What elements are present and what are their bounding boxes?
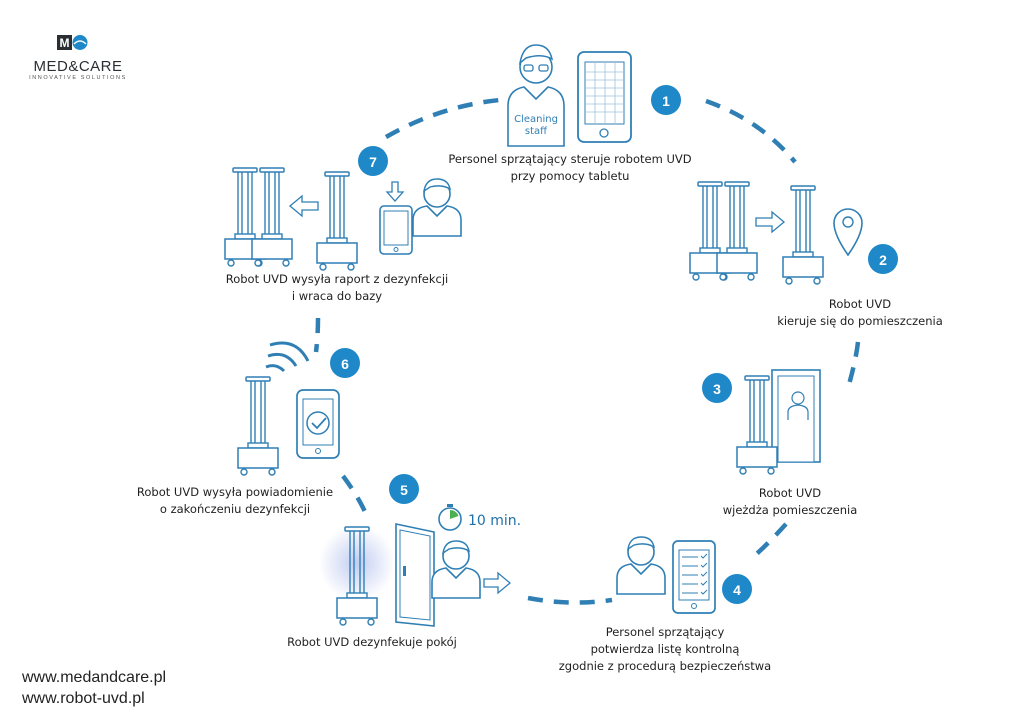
timer-icon [438,504,462,531]
staff-badge-line-1: Cleaning [514,114,558,125]
svg-text:7: 7 [369,154,377,170]
step-4-illustration [616,536,716,614]
logo-mark-letter: M [60,36,70,50]
step-5-badge: 5 [389,474,419,504]
logo-brand: MED&CARE [33,58,123,75]
step-5-caption: Robot UVD dezynfekuje pokój [287,635,457,649]
timer-label: 10 min. [468,513,521,529]
step-7-badge: 7 [358,146,388,176]
step-1-caption: Personel sprzątający steruje robotem UVD… [448,152,692,183]
step-2-illustration [689,181,863,285]
step-badges: 1 2 3 4 5 6 7 [330,85,898,604]
step-3-badge: 3 [702,373,732,403]
step-1-illustration: Cleaning staff [507,44,632,147]
svg-text:6: 6 [341,356,349,372]
logo-mark-icon: M [57,35,88,50]
url-robot-uvd: www.robot-uvd.pl [22,690,145,707]
step-5-illustration: 10 min. [319,504,521,627]
step-6-badge: 6 [330,348,360,378]
logo: MED&CARE INNOVATIVE SOLUTIONS [28,34,128,81]
logo-tagline: INNOVATIVE SOLUTIONS [29,75,127,81]
step-7-illustration [224,167,462,271]
staff-badge-line-2: staff [525,126,548,137]
step-3-illustration [736,369,821,475]
wifi-signal-icon [265,341,310,373]
step-6-illustration [237,341,340,476]
step-1-badge: 1 [651,85,681,115]
svg-text:5: 5 [400,482,408,498]
svg-text:1: 1 [662,93,670,109]
url-medandcare: www.medandcare.pl [22,669,167,686]
step-4-badge: 4 [722,574,752,604]
svg-text:3: 3 [713,381,721,397]
map-pin-icon [833,208,863,257]
svg-text:2: 2 [879,252,887,268]
svg-text:4: 4 [733,582,741,598]
step-2-badge: 2 [868,244,898,274]
dashed-path [313,97,861,605]
footer-urls: www.medandcare.pl www.robot-uvd.pl [22,667,166,709]
